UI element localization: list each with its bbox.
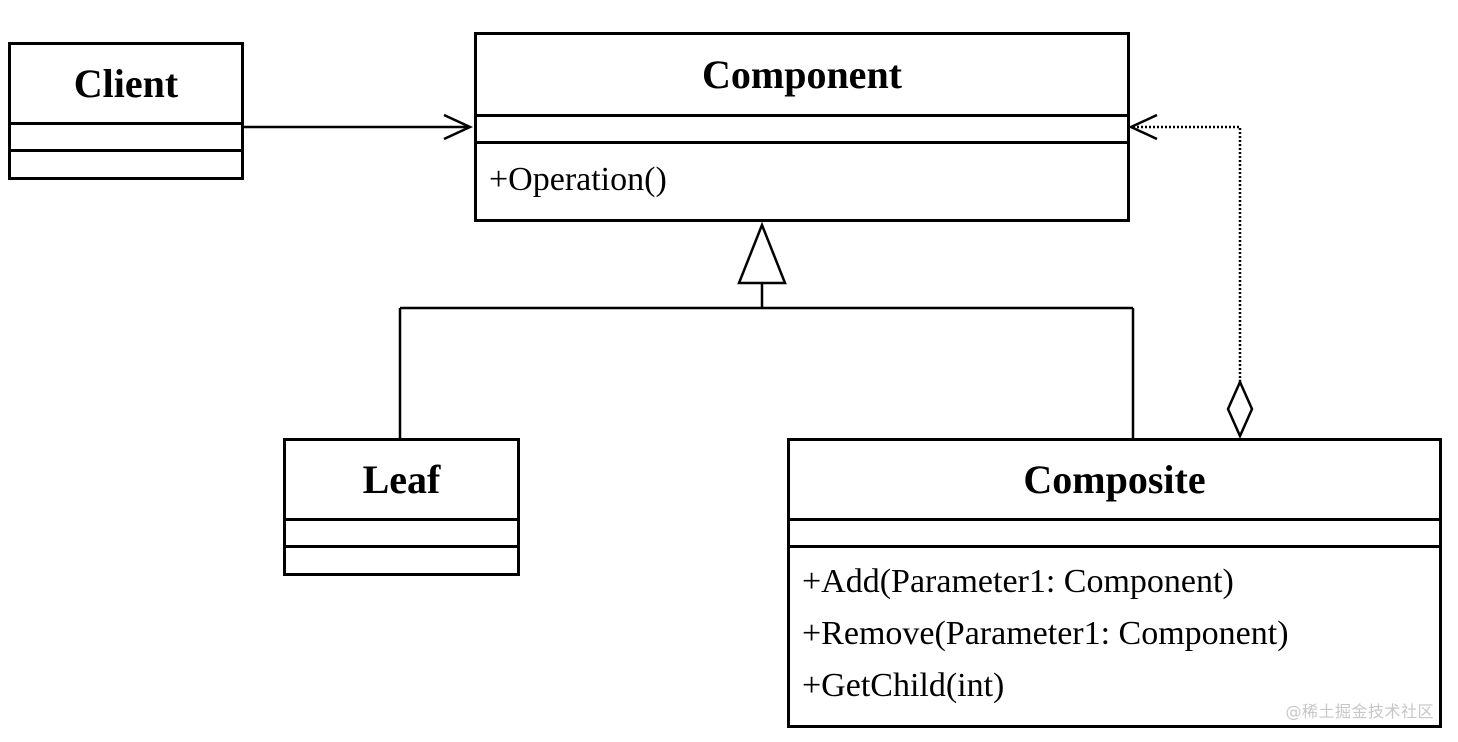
aggregation-diamond [1226,378,1254,440]
open-arrowhead-component [443,113,473,141]
class-leaf-operations [286,548,517,573]
method-operation: +Operation() [489,161,667,198]
method-add: +Add(Parameter1: Component) [802,563,1234,600]
class-composite-name: Composite [790,441,1439,521]
generalization-triangle [737,221,787,285]
class-composite: Composite +Add(Parameter1: Component) +R… [787,438,1442,728]
class-component-operations: +Operation() [477,144,1127,219]
class-client-name: Client [11,45,241,125]
class-component-attributes [477,117,1127,144]
class-leaf: Leaf [283,438,520,576]
method-remove: +Remove(Parameter1: Component) [802,615,1289,652]
aggregation-arrowhead [1128,113,1158,141]
class-composite-attributes [790,521,1439,548]
class-client: Client [8,42,244,180]
method-getchild: +GetChild(int) [802,667,1005,704]
class-leaf-name: Leaf [286,441,517,521]
aggregation-line [1131,125,1242,382]
class-client-operations [11,152,241,177]
watermark-text: @稀土掘金技术社区 [1285,702,1434,721]
class-component: Component +Operation() [474,32,1130,222]
class-composite-operations: +Add(Parameter1: Component) +Remove(Para… [790,548,1439,725]
class-component-name: Component [477,35,1127,117]
class-client-attributes [11,125,241,152]
class-leaf-attributes [286,521,517,548]
